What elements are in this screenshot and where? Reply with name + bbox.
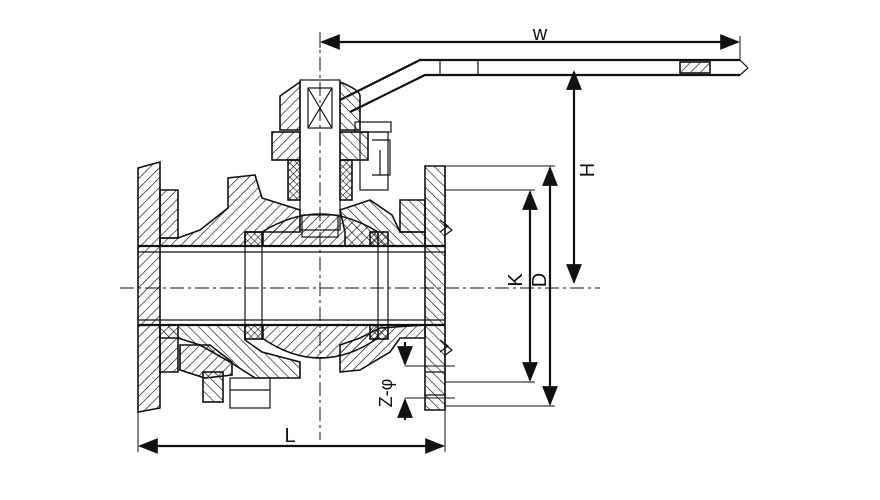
dimension-w: w <box>320 23 740 50</box>
right-flange <box>424 165 446 411</box>
valve-body-upper <box>138 174 445 248</box>
label-d: D <box>529 273 551 287</box>
stem-assembly <box>271 79 369 238</box>
label-k: K <box>505 273 527 287</box>
dimension-k: K <box>505 190 538 382</box>
right-flange-bolt-marks <box>425 219 453 396</box>
label-h: H <box>577 163 599 177</box>
handle <box>339 58 749 113</box>
seats <box>244 231 389 340</box>
extension-lines <box>137 36 741 452</box>
dimension-l: L <box>138 425 445 454</box>
left-flange <box>137 160 179 413</box>
dimension-d: D <box>529 166 558 406</box>
label-z-phi: Z-φ <box>376 379 396 408</box>
stop-lock <box>354 121 392 191</box>
label-w: w <box>532 23 548 45</box>
dimension-h: H <box>566 70 599 284</box>
label-l: L <box>284 425 295 447</box>
bore <box>138 251 445 321</box>
dimension-z-phi: Z-φ <box>376 342 413 420</box>
drain-plug <box>202 371 271 409</box>
